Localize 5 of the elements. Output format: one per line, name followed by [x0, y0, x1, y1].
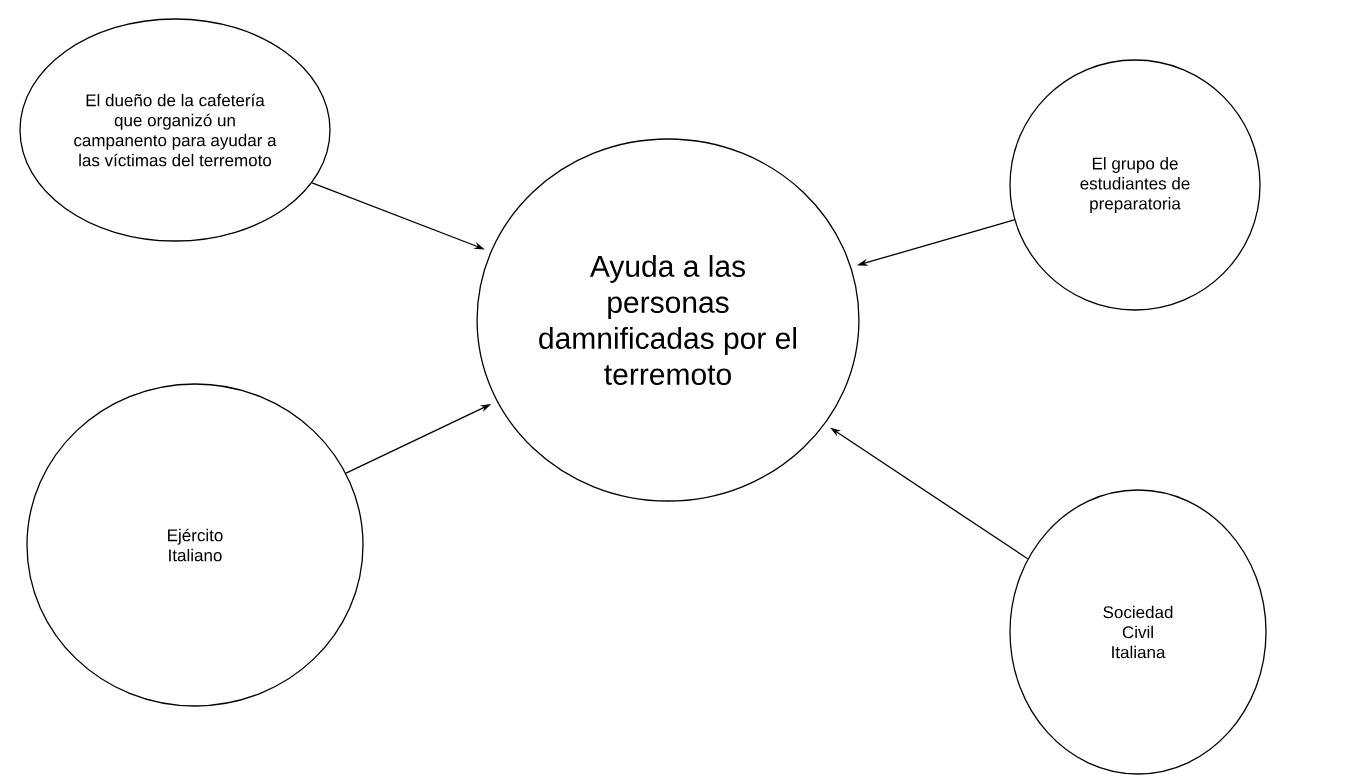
ellipse-node: Ejército Italiano	[26, 383, 364, 707]
ellipse-node: El grupo de estudiantes de preparatoria	[1009, 59, 1261, 311]
ellipse-node: El dueño de la cafetería que organizó un campanento para ayudar a las víctimas del terremoto	[19, 18, 331, 242]
ellipse-node: Ayuda a las personas damnificadas por el terremoto	[476, 138, 860, 502]
ellipse-node: Sociedad Civil Italiana	[1009, 489, 1267, 775]
